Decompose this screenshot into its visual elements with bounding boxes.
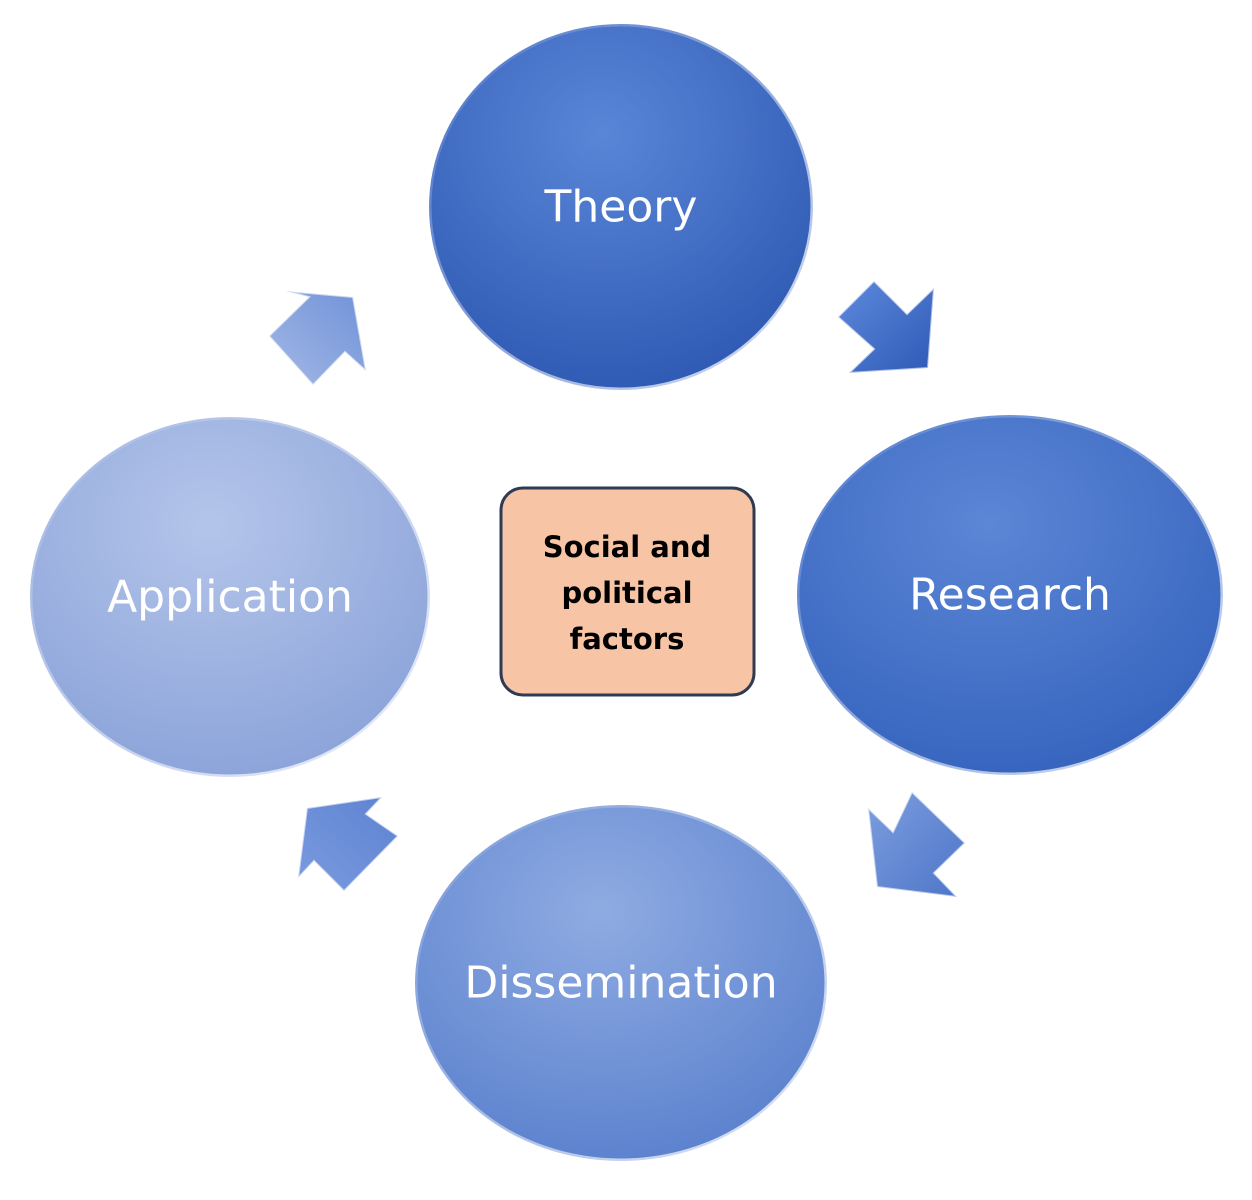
node-dissemination-label: Dissemination <box>464 958 777 1009</box>
node-application: Application <box>27 414 433 780</box>
node-application-label: Application <box>107 572 353 623</box>
center-label-line-1: Social and <box>543 530 712 564</box>
center-box: Social and political factors <box>499 486 756 697</box>
center-label-line-3: factors <box>570 622 685 656</box>
node-research: Research <box>794 412 1226 778</box>
node-research-label: Research <box>909 570 1111 621</box>
node-theory-label: Theory <box>544 182 698 233</box>
arrow-dissemination-to-application <box>296 795 400 893</box>
center-label-line-2: political <box>561 576 692 610</box>
node-dissemination: Dissemination <box>412 802 830 1164</box>
arrow-theory-to-research <box>836 279 936 375</box>
node-theory: Theory <box>426 21 816 393</box>
arrow-application-to-theory <box>267 290 368 387</box>
arrow-research-to-dissemination <box>866 790 967 899</box>
